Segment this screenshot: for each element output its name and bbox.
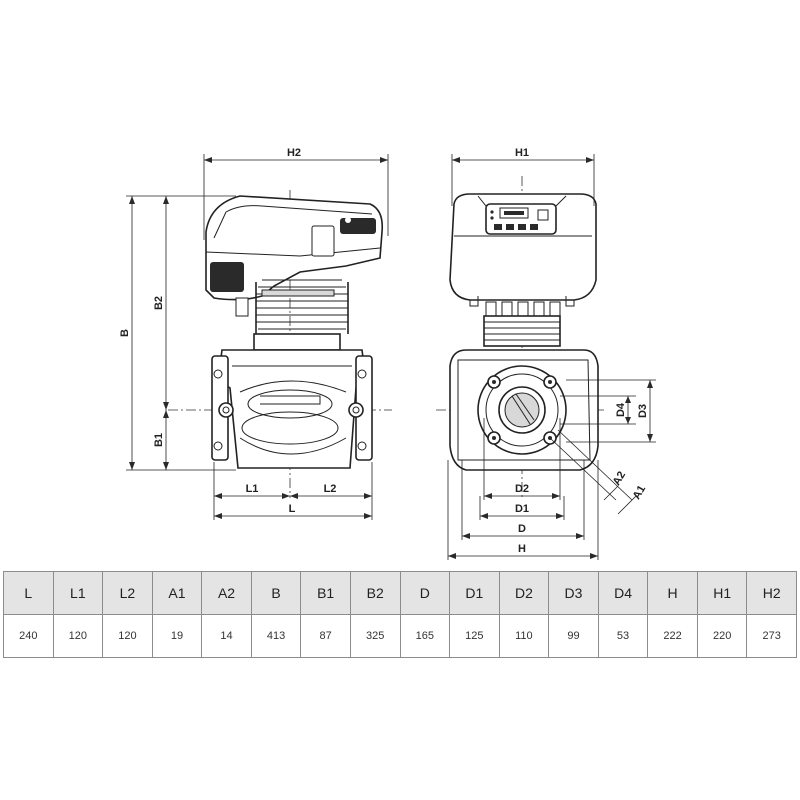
table-cell: 220 <box>696 614 748 658</box>
dimensions-table: L L1 L2 A1 A2 B B1 B2 D D1 D2 D3 D4 H H1… <box>3 571 797 658</box>
table-header-cell: A2 <box>201 571 252 615</box>
dim-label-l1: L1 <box>246 483 259 495</box>
table-cell: 87 <box>300 614 351 658</box>
dim-label-h: H <box>518 543 526 555</box>
table-header-cell: A1 <box>151 571 203 615</box>
table-header-cell: B <box>250 571 302 615</box>
dim-label-l2: L2 <box>324 483 337 495</box>
table-header-cell: D <box>399 571 451 615</box>
table-header-cell: D3 <box>548 571 599 615</box>
technical-drawing: H2 B B2 B1 L1 L2 L <box>119 147 656 560</box>
table-cell: 53 <box>597 614 649 658</box>
dim-label-b1: B1 <box>153 433 165 447</box>
side-view-dimensions: H2 B B2 B1 L1 L2 L <box>119 147 389 520</box>
motor-fins <box>255 279 349 334</box>
table-cell: 325 <box>349 614 401 658</box>
table-cell: 125 <box>449 614 500 658</box>
table-header-row: L L1 L2 A1 A2 B B1 B2 D D1 D2 D3 D4 H H1… <box>3 571 797 615</box>
dim-label-d2: D2 <box>515 483 529 495</box>
table-header-cell: B2 <box>349 571 401 615</box>
table-cell: 240 <box>3 614 54 658</box>
table-header-cell: D1 <box>449 571 500 615</box>
dim-label-d1: D1 <box>515 503 529 515</box>
dim-label-b2: B2 <box>153 296 165 310</box>
table-header-cell: D4 <box>597 571 649 615</box>
pump-front-view <box>436 176 604 500</box>
table-cell: 110 <box>498 614 550 658</box>
table-cell: 222 <box>647 614 698 658</box>
dim-label-a2: A2 <box>611 469 628 487</box>
table-cell: 413 <box>250 614 302 658</box>
table-header-cell: L2 <box>102 571 153 615</box>
dim-label-h1: H1 <box>515 147 529 159</box>
table-header-cell: H <box>647 571 698 615</box>
dim-label-d3: D3 <box>637 404 649 418</box>
table-cell: 14 <box>201 614 252 658</box>
dim-label-b: B <box>119 329 131 337</box>
table-header-cell: B1 <box>300 571 351 615</box>
table-cell: 99 <box>548 614 599 658</box>
dim-label-d4: D4 <box>615 402 627 417</box>
table-cell: 273 <box>746 614 797 658</box>
front-view-dimensions: H1 D4 D3 A2 A1 D2 D1 <box>447 147 656 560</box>
table-cell: 165 <box>399 614 451 658</box>
dim-label-l: L <box>289 503 296 515</box>
dim-label-h2: H2 <box>287 147 301 159</box>
table-cell: 19 <box>151 614 203 658</box>
table-header-cell: D2 <box>498 571 550 615</box>
table-cell: 120 <box>102 614 153 658</box>
table-header-cell: L <box>3 571 54 615</box>
table-cell: 120 <box>52 614 104 658</box>
table-header-cell: L1 <box>52 571 104 615</box>
table-row: 240 120 120 19 14 413 87 325 165 125 110… <box>3 614 797 658</box>
table-header-cell: H1 <box>696 571 748 615</box>
pump-side-view <box>168 190 392 498</box>
table-header-cell: H2 <box>746 571 797 615</box>
dim-label-d: D <box>518 523 526 535</box>
